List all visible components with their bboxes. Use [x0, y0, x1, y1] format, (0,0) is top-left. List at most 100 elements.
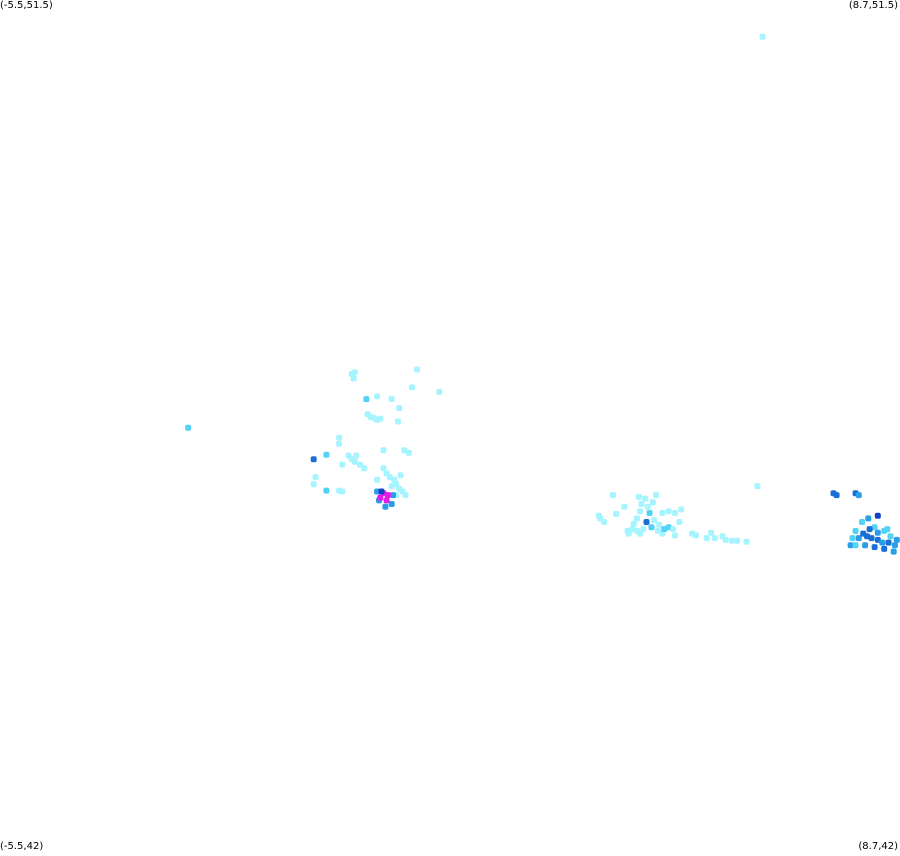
- map-point: [665, 508, 672, 515]
- map-point: [874, 512, 881, 519]
- map-point: [405, 449, 412, 456]
- corner-label-bottom-right: (8.7,42): [858, 841, 898, 852]
- map-point: [884, 526, 891, 533]
- map-point: [402, 492, 409, 499]
- map-point: [380, 465, 387, 472]
- map-point: [855, 535, 862, 542]
- map-point: [625, 530, 632, 537]
- map-point: [656, 521, 663, 528]
- map-point: [310, 481, 317, 488]
- map-point: [397, 472, 404, 479]
- map-point: [670, 526, 677, 533]
- map-point: [353, 452, 360, 459]
- map-point: [672, 510, 678, 516]
- map-point: [363, 396, 370, 403]
- map-point: [891, 542, 898, 549]
- map-point: [336, 440, 343, 447]
- map-point: [640, 526, 647, 533]
- map-point: [351, 458, 358, 465]
- map-point: [436, 388, 443, 395]
- corner-label-top-left: (-5.5,51.5): [0, 0, 53, 11]
- map-point: [881, 545, 888, 552]
- map-point: [638, 501, 645, 507]
- map-point: [350, 375, 357, 382]
- map-point: [396, 405, 403, 412]
- map-point: [409, 384, 415, 391]
- map-point: [743, 538, 750, 545]
- map-point: [644, 503, 651, 510]
- map-point: [874, 536, 881, 543]
- map-point: [388, 396, 395, 403]
- map-point: [380, 447, 387, 454]
- map-point: [759, 33, 766, 40]
- map-point: [722, 536, 729, 543]
- map-point: [374, 393, 381, 400]
- map-point: [643, 519, 650, 525]
- map-point: [323, 487, 330, 494]
- map-point: [361, 465, 368, 472]
- map-point: [312, 474, 319, 481]
- map-point: [659, 510, 666, 516]
- map-point: [185, 424, 192, 431]
- map-point: [855, 492, 862, 499]
- map-point: [336, 434, 343, 441]
- map-point: [374, 476, 381, 483]
- map-point: [634, 515, 640, 522]
- map-point: [388, 501, 395, 507]
- map-point: [323, 451, 330, 458]
- map-point: [310, 456, 317, 463]
- map-point: [729, 537, 735, 544]
- map-point: [847, 542, 854, 549]
- map-point: [414, 366, 420, 373]
- map-point: [893, 536, 900, 543]
- map-point: [754, 483, 761, 490]
- map-point: [388, 483, 395, 490]
- map-point: [711, 535, 718, 542]
- map-point: [708, 529, 715, 536]
- map-point: [648, 524, 655, 531]
- map-point: [351, 369, 358, 376]
- map-point: [871, 544, 878, 551]
- map-point: [642, 495, 649, 502]
- map-point: [866, 526, 873, 533]
- corner-label-top-right: (8.7,51.5): [848, 0, 898, 11]
- map-point: [635, 493, 642, 500]
- map-point: [621, 503, 628, 510]
- map-point: [833, 492, 840, 499]
- map-point: [630, 520, 637, 527]
- map-point: [637, 530, 644, 537]
- map-point: [601, 519, 607, 525]
- map-point: [646, 510, 653, 516]
- map-point: [879, 539, 886, 546]
- map-point: [336, 487, 343, 494]
- map-point: [852, 542, 859, 549]
- map-point: [395, 418, 401, 425]
- map-point: [862, 542, 869, 549]
- map-point: [676, 519, 683, 525]
- map-point: [734, 537, 741, 544]
- corner-label-bottom-left: (-5.5,42): [0, 841, 44, 852]
- map-point: [651, 517, 658, 524]
- map-point: [377, 415, 384, 422]
- map-point: [871, 524, 878, 531]
- map-point: [653, 492, 659, 499]
- map-point: [703, 535, 710, 542]
- map-point: [637, 508, 644, 515]
- map-point: [609, 492, 616, 499]
- map-point: [859, 519, 865, 525]
- map-point: [868, 535, 875, 542]
- map-point: [672, 532, 678, 539]
- map-point: [382, 503, 389, 510]
- map-point: [377, 494, 384, 501]
- map-point: [339, 461, 346, 468]
- map-point: [649, 499, 656, 506]
- map-point: [678, 506, 685, 513]
- map-point: [852, 527, 859, 534]
- map-point: [887, 533, 894, 540]
- map-point: [885, 539, 892, 546]
- map-point: [613, 510, 620, 517]
- map-point: [383, 497, 390, 504]
- map-point: [865, 515, 872, 522]
